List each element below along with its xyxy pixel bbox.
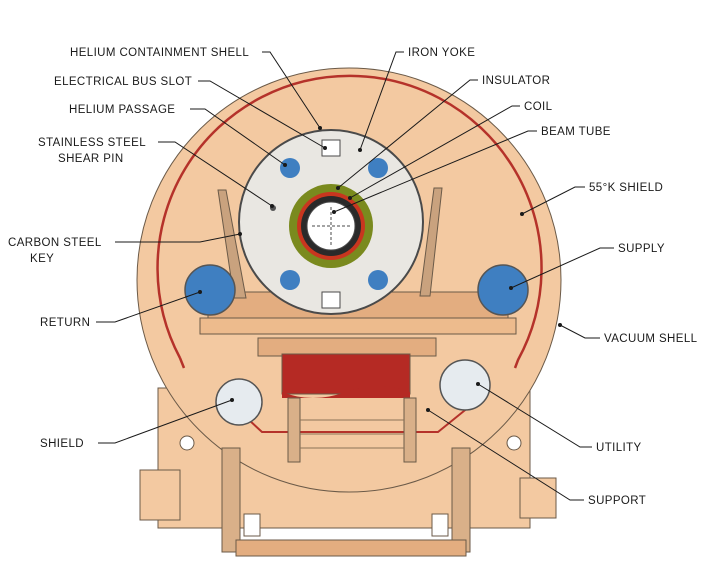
label-utility: UTILITY	[596, 442, 642, 454]
support-bolt-left	[243, 513, 261, 537]
label-55k-shield: 55°K SHIELD	[589, 182, 663, 194]
support-post-left	[221, 447, 241, 553]
label-insulator: INSULATOR	[482, 75, 550, 87]
base-left-flange	[139, 469, 181, 521]
support-column-right	[403, 397, 417, 463]
label-shield: SHIELD	[40, 438, 84, 450]
bracket-right	[419, 187, 443, 297]
saddle-plate	[199, 317, 517, 335]
label-coil: COIL	[524, 101, 553, 113]
support-foot	[235, 539, 467, 557]
shield-pipe	[215, 378, 263, 426]
helium-passage-3	[280, 270, 300, 290]
return-pipe	[184, 264, 236, 316]
support-plate	[257, 337, 437, 357]
label-supply: SUPPLY	[618, 243, 665, 255]
bracket-left	[217, 189, 247, 299]
helium-passage-4	[368, 270, 388, 290]
label-shear-pin: SHEAR PIN	[58, 153, 124, 165]
support-bolt-right	[431, 513, 449, 537]
label-iron-yoke: IRON YOKE	[408, 47, 475, 59]
support-red-wave	[282, 386, 410, 398]
label-helium-passage: HELIUM PASSAGE	[69, 104, 175, 116]
label-support: SUPPORT	[588, 495, 646, 507]
label-electrical-bus-slot: ELECTRICAL BUS SLOT	[54, 76, 192, 88]
label-vacuum-shell: VACUUM SHELL	[604, 333, 698, 345]
support-post-right	[451, 447, 471, 553]
label-beam-tube: BEAM TUBE	[541, 126, 611, 138]
utility-pipe	[439, 359, 491, 411]
base-bolt-right	[506, 435, 522, 451]
label-return: RETURN	[40, 317, 90, 329]
support-column-left	[287, 397, 301, 463]
support-stand	[221, 337, 471, 557]
label-stainless-steel: STAINLESS STEEL	[38, 137, 146, 149]
electrical-bus-slot-bottom	[321, 291, 341, 309]
helium-passage-2	[368, 158, 388, 178]
helium-passage-1	[280, 158, 300, 178]
supply-pipe	[477, 264, 529, 316]
55k-shield-line	[156, 74, 543, 369]
leader-lines	[96, 51, 614, 501]
electrical-bus-slot-top	[321, 139, 341, 157]
base-right-flange	[519, 477, 557, 519]
base-bolt-left	[179, 435, 195, 451]
label-helium-containment-shell: HELIUM CONTAINMENT SHELL	[70, 47, 249, 59]
label-key: KEY	[30, 253, 54, 265]
beam-tube	[306, 201, 356, 251]
label-carbon-steel: CARBON STEEL	[8, 237, 102, 249]
